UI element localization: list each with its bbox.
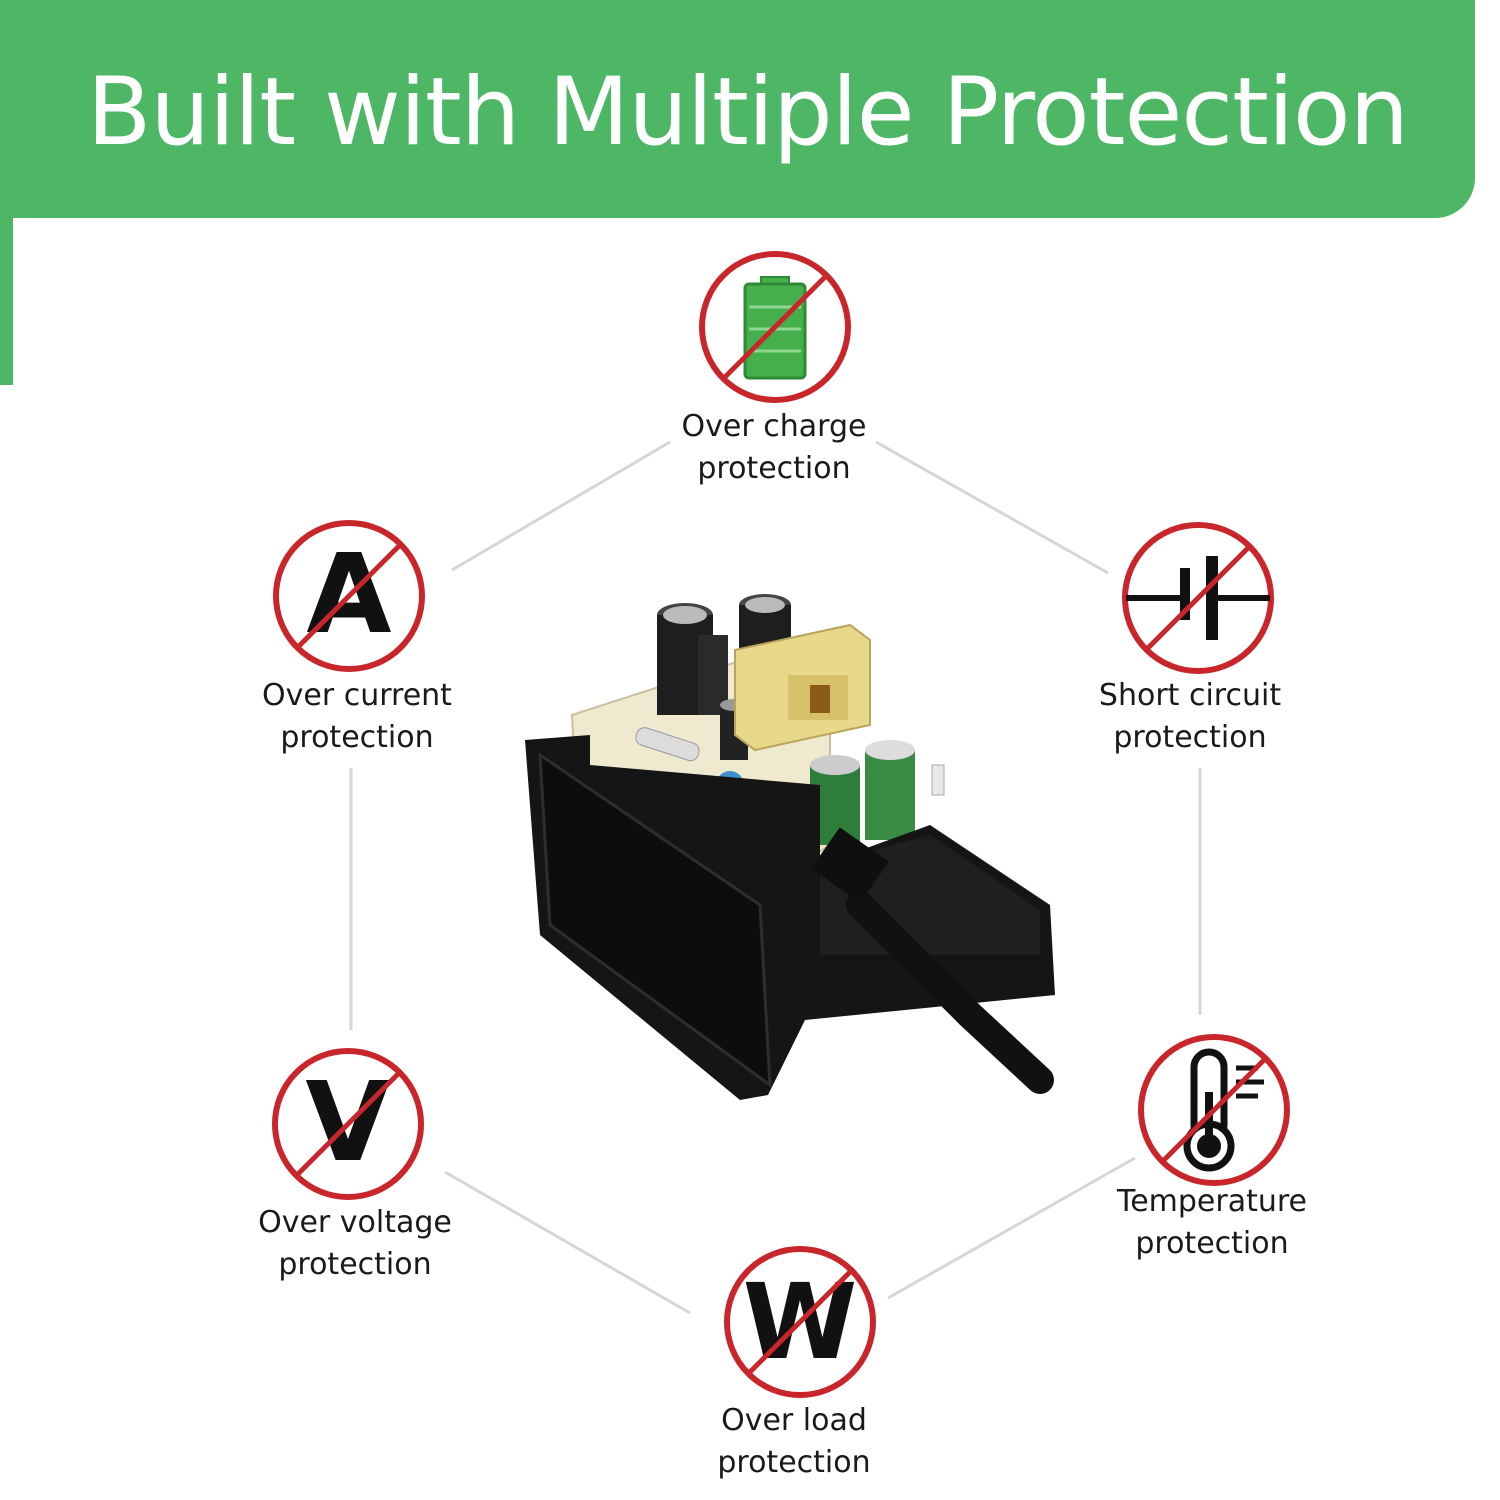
volt-prohibited-icon: V	[272, 1048, 424, 1200]
power-adapter-illustration	[525, 594, 1055, 1100]
feature-line2: protection	[1113, 720, 1267, 755]
feature-line1: Short circuit	[1098, 678, 1282, 713]
feature-line2: protection	[1135, 1226, 1289, 1261]
watt-prohibited-icon: W	[724, 1246, 876, 1398]
battery-prohibited-icon	[699, 251, 851, 403]
thermometer-prohibited-icon	[1138, 1034, 1290, 1186]
capacitor-prohibited-icon	[1122, 522, 1274, 674]
feature-line1: Temperature	[1116, 1184, 1308, 1219]
feature-label-temperature: Temperature protection	[1082, 1181, 1342, 1265]
connector-line	[444, 1170, 691, 1315]
feature-label-over-charge: Over charge protection	[644, 406, 904, 490]
feature-line2: protection	[697, 451, 851, 486]
page-title-text: Built with Multiple Protection	[86, 58, 1409, 167]
feature-label-over-load: Over load protection	[664, 1400, 924, 1484]
feature-label-short-circuit: Short circuit protection	[1060, 675, 1320, 759]
banner-accent	[0, 210, 13, 385]
feature-line2: protection	[717, 1445, 871, 1480]
feature-line2: protection	[278, 1247, 432, 1282]
feature-label-over-current: Over current protection	[227, 675, 487, 759]
page-title: Built with Multiple Protection	[0, 58, 1475, 167]
feature-label-over-voltage: Over voltage protection	[225, 1202, 485, 1286]
connector-line	[887, 1156, 1136, 1300]
feature-line2: protection	[280, 720, 434, 755]
ampere-prohibited-icon: A	[273, 520, 425, 672]
feature-line1: Over charge	[681, 409, 867, 444]
feature-line1: Over voltage	[258, 1205, 452, 1240]
connector-line	[875, 440, 1109, 575]
feature-line1: Over current	[262, 678, 452, 713]
header-banner	[0, 0, 1475, 218]
feature-line1: Over load	[721, 1403, 867, 1438]
connector-line	[451, 440, 671, 572]
